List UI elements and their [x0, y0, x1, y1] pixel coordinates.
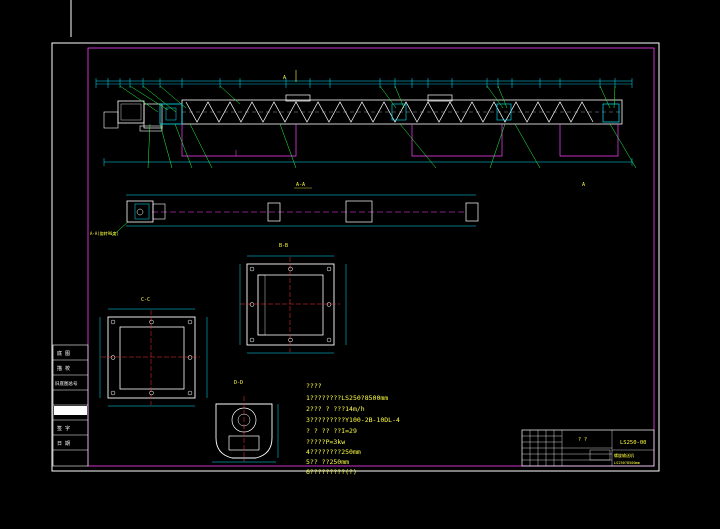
bolt-hole: [288, 337, 293, 343]
motor-block: [117, 100, 145, 124]
note-line: ? ? ?? ??I=29: [306, 427, 357, 435]
note-line: 5?? ??250mm: [306, 458, 349, 466]
bolt-hole: [110, 355, 116, 360]
stamp-cell: 描 校: [57, 365, 70, 372]
bolt-hole: [187, 390, 193, 396]
bolt-hole: [249, 337, 255, 343]
note-line: 3?????????Y100-2B-10DL-4: [306, 416, 400, 424]
main-elevation-view: A A: [95, 70, 637, 188]
bolt-hole: [110, 390, 116, 396]
plan-view: A-A A-A(旋转90度): [90, 182, 479, 237]
inner-frame: [87, 47, 655, 467]
note-line: 4????????250mm: [306, 448, 361, 456]
stamp-cell: 旧底图总号: [55, 380, 78, 387]
stamp-cell: 底 图: [57, 350, 70, 357]
note-line: 1????????LS250?8500mm: [306, 394, 388, 402]
bolt-hole: [149, 390, 154, 396]
technical-notes: ???? 1????????LS250?8500mm 2??? ? ???14m…: [306, 382, 400, 476]
reducer-block: [143, 103, 163, 129]
left-stamp-table: 底 图 描 校 旧底图总号 签 字 日 期: [52, 344, 89, 467]
section-mark-a-bottom: A: [582, 182, 585, 188]
bolt-hole: [288, 266, 293, 272]
section-mark-a: A: [283, 75, 286, 81]
stamp-cell: 签 字: [57, 425, 70, 432]
bolt-hole: [326, 266, 332, 272]
bolt-hole: [249, 302, 255, 307]
rotated-view-tag: A-A(旋转90度): [90, 230, 119, 236]
title-scale: LS250?8500mm: [614, 461, 640, 465]
stamp-cell: 日 期: [57, 441, 70, 447]
section-d-view: D-D: [212, 380, 279, 463]
bolt-hole: [326, 302, 332, 307]
drawing-number: LS250-00: [620, 440, 647, 446]
bolt-hole: [187, 355, 193, 360]
section-c-label: C-C: [141, 297, 150, 303]
outer-frame: [51, 42, 660, 472]
title-material: 螺旋输送机: [614, 452, 634, 458]
bolt-hole: [249, 266, 255, 272]
bolt-hole: [326, 337, 332, 343]
note-line: ????: [306, 382, 322, 390]
note-line: ?????P=3kw: [306, 438, 345, 446]
bolt-hole: [110, 319, 116, 325]
section-c-view: C-C: [99, 297, 208, 407]
section-b-label: B-B: [279, 243, 288, 249]
bolt-hole: [149, 319, 154, 325]
bolt-hole: [187, 319, 193, 325]
note-line: 6?????????(?): [306, 468, 357, 476]
section-d-label: D-D: [234, 380, 243, 386]
note-line: 2??? ? ???14m/h: [306, 405, 365, 413]
section-b-view: B-B: [239, 243, 347, 354]
title-block: ? ? LS250-00 螺旋输送机 LS250?8500mm: [521, 429, 655, 467]
plan-view-label: A-A: [296, 182, 305, 188]
title-name: ? ?: [578, 437, 587, 443]
